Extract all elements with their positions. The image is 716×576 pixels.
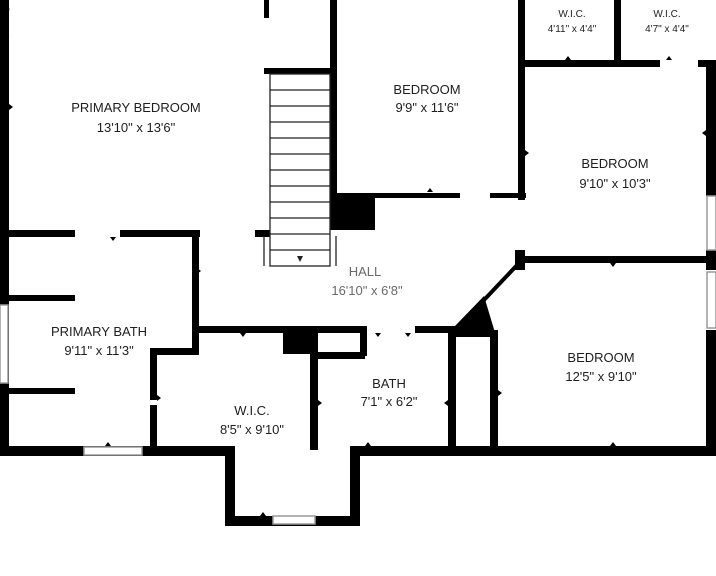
room-hall: HALL 16'10" x 6'8"	[331, 264, 403, 298]
bedroom-top-name: BEDROOM	[393, 82, 460, 97]
room-primary-bedroom: PRIMARY BEDROOM 13'10" x 13'6"	[71, 100, 201, 135]
bath-name: BATH	[372, 376, 406, 391]
hall-dims: 16'10" x 6'8"	[331, 283, 403, 298]
diagonal-wall	[482, 260, 522, 302]
room-bedroom-top: BEDROOM 9'9" x 11'6"	[393, 82, 460, 115]
bath-dims: 7'1" x 6'2"	[361, 394, 418, 409]
primary-bedroom-name: PRIMARY BEDROOM	[71, 100, 201, 115]
staircase	[263, 73, 337, 267]
wic-top-right-dims: 4'7" x 4'4"	[645, 24, 689, 35]
primary-bedroom-dims: 13'10" x 13'6"	[97, 120, 176, 135]
bedroom-bottom-name: BEDROOM	[567, 350, 634, 365]
room-bath: BATH 7'1" x 6'2"	[361, 376, 418, 409]
wic-bottom-dims: 8'5" x 9'10"	[220, 422, 284, 437]
door-marks	[9, 56, 706, 516]
room-wic-top-right: W.I.C. 4'7" x 4'4"	[645, 9, 689, 35]
wic-top-right-name: W.I.C.	[653, 9, 680, 20]
room-primary-bath: PRIMARY BATH 9'11" x 11'3"	[51, 324, 147, 358]
stair-arrow	[297, 256, 303, 262]
bedroom-bottom-dims: 12'5" x 9'10"	[565, 369, 637, 384]
bedroom-right-dims: 9'10" x 10'3"	[579, 176, 651, 191]
wic-bottom-name: W.I.C.	[234, 403, 269, 418]
bedroom-right-name: BEDROOM	[581, 156, 648, 171]
hall-name: HALL	[349, 264, 382, 279]
room-wic-bottom: W.I.C. 8'5" x 9'10"	[220, 403, 284, 437]
wic-top-left-dims: 4'11" x 4'4"	[548, 24, 597, 35]
bedroom-top-dims: 9'9" x 11'6"	[395, 100, 458, 115]
primary-bath-dims: 9'11" x 11'3"	[64, 343, 134, 358]
room-wic-top-left: W.I.C. 4'11" x 4'4"	[548, 9, 597, 35]
room-bedroom-right: BEDROOM 9'10" x 10'3"	[579, 156, 651, 191]
wic-top-left-name: W.I.C.	[558, 9, 585, 20]
primary-bath-name: PRIMARY BATH	[51, 324, 147, 339]
room-bedroom-bottom: BEDROOM 12'5" x 9'10"	[565, 350, 637, 384]
windows	[0, 195, 716, 525]
